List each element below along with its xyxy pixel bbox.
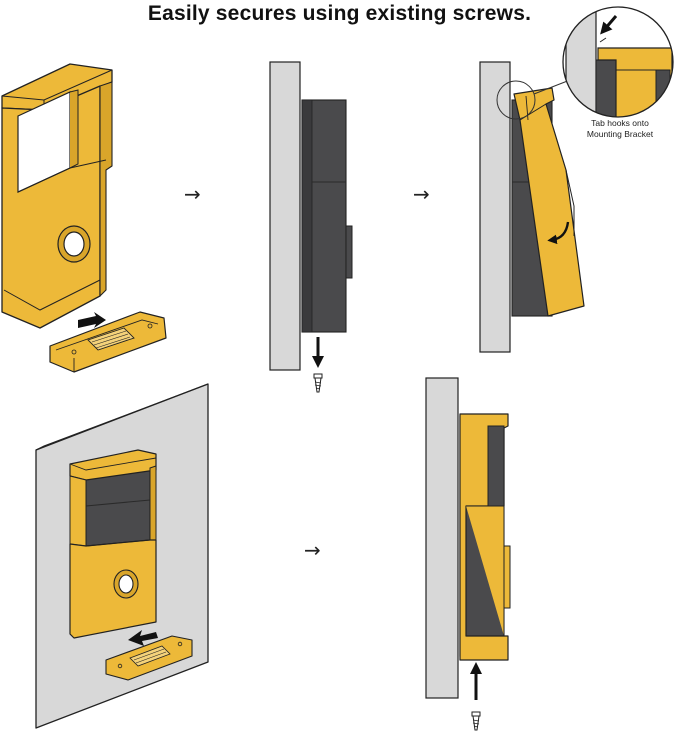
step2-side-view: [269, 61, 353, 371]
callout-caption: Tab hooks onto Mounting Bracket: [566, 118, 674, 140]
callout-line-2: Mounting Bracket: [586, 129, 654, 139]
rotate-arrow-icon: [547, 221, 570, 245]
screw-icon: [313, 373, 323, 393]
step1-cover-illustration: [1, 63, 167, 373]
push-arrow-icon: [128, 630, 158, 646]
screw-icon: [471, 711, 481, 731]
push-arrow-icon: [78, 312, 106, 328]
step-arrow-3: →: [304, 538, 321, 562]
step-arrow-2: →: [413, 182, 430, 206]
magnifier-circle: [562, 6, 674, 118]
step5-installed-side-view: [425, 377, 511, 700]
step4-wall-view: [35, 383, 209, 729]
step-arrow-1: →: [184, 182, 201, 206]
callout-line-1: Tab hooks onto: [591, 118, 649, 128]
step3-hook-view: [479, 61, 585, 353]
diagram-title: Easily secures using existing screws.: [147, 2, 532, 25]
